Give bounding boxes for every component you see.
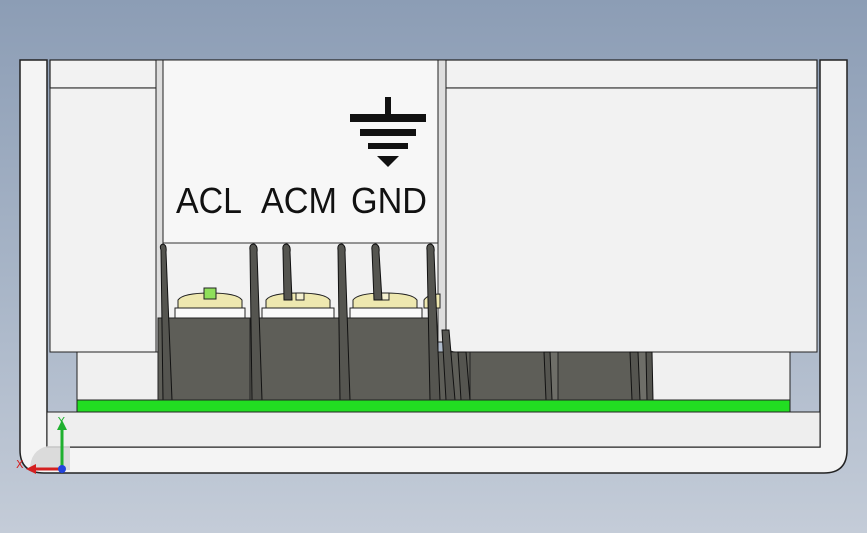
ground-icon	[350, 97, 426, 167]
label-acm: ACM	[261, 180, 337, 221]
axis-x-arrow-icon	[26, 464, 36, 474]
triad-background	[30, 446, 70, 470]
enclosure-base	[19, 59, 848, 474]
screw-icon	[265, 292, 331, 309]
terminal-block-body	[469, 351, 549, 401]
screw-heads	[177, 287, 441, 309]
screw-icon	[177, 287, 243, 309]
terminal-block-body	[249, 317, 343, 401]
label-acl: ACL	[176, 180, 242, 221]
terminal-clamps	[159, 243, 654, 401]
housing-left-compartment	[49, 87, 157, 353]
label-plate	[162, 59, 439, 244]
housing-right-section	[445, 87, 818, 353]
axis-y-label: Y	[57, 415, 65, 428]
axis-z-dot-icon	[58, 465, 66, 473]
axis-y-arrow-icon	[57, 420, 67, 430]
enclosure-floor	[46, 411, 821, 448]
pcb-board	[76, 399, 791, 413]
terminal-block-body	[157, 317, 251, 401]
coordinate-triad[interactable]: Y X	[16, 415, 70, 474]
terminal-collars	[174, 307, 423, 319]
terminal-block-body	[341, 317, 435, 401]
screw-icon	[352, 292, 418, 309]
terminal-block-body	[557, 351, 635, 401]
axis-x-label: X	[16, 458, 24, 471]
label-gnd: GND	[351, 180, 427, 221]
